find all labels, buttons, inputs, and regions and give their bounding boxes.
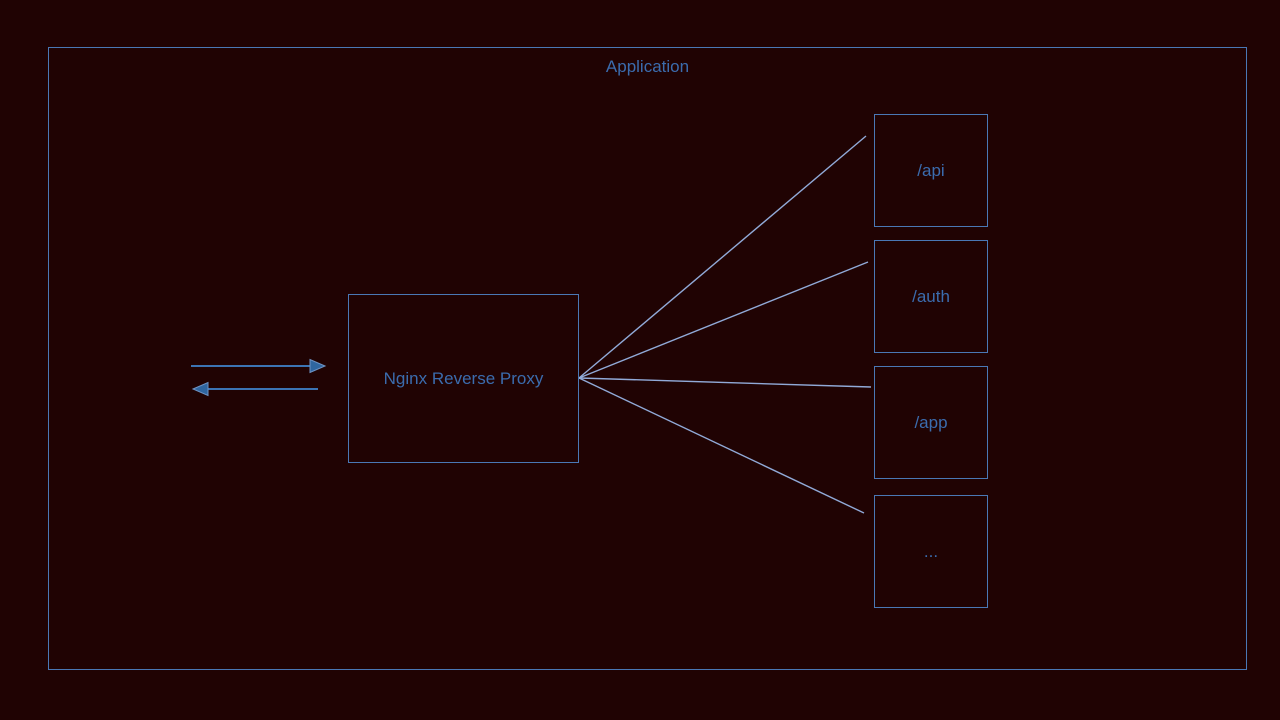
diagram-title: Application <box>605 57 690 76</box>
application-boundary-box <box>48 47 1247 670</box>
node-label: /app <box>914 413 948 432</box>
node-label: ... <box>923 542 939 561</box>
node-label: Nginx Reverse Proxy <box>383 369 544 388</box>
node-label: /api <box>917 161 945 180</box>
node-route-more: ... <box>874 495 988 608</box>
node-label: /auth <box>912 287 950 306</box>
node-route-auth: /auth <box>874 240 988 353</box>
node-route-app: /app <box>874 366 988 479</box>
node-route-api: /api <box>874 114 988 227</box>
node-nginx-reverse-proxy: Nginx Reverse Proxy <box>348 294 579 463</box>
